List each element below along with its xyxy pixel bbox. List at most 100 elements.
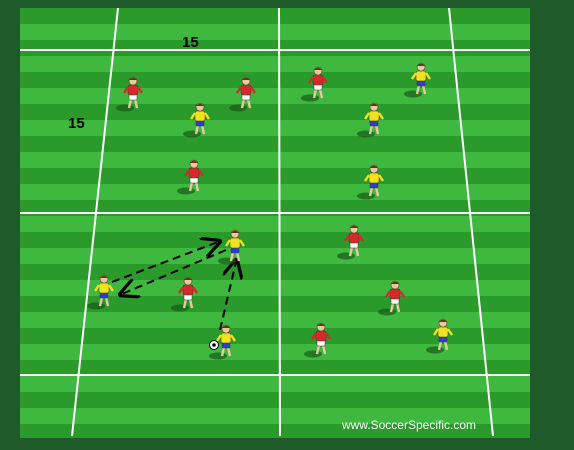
- player-16-yellow: [426, 318, 453, 354]
- player-arm: [178, 286, 184, 294]
- player-leg: [194, 124, 200, 135]
- player-leg: [246, 98, 252, 109]
- player-leg: [368, 124, 374, 135]
- player-hair: [314, 67, 322, 70]
- player-hair: [417, 63, 425, 66]
- grass-stripe: [20, 184, 530, 200]
- player-leg: [415, 84, 421, 95]
- players-layer: [87, 62, 453, 360]
- player-arm: [250, 86, 256, 94]
- player-hair: [100, 275, 108, 278]
- player-arm: [447, 328, 453, 336]
- player-hair: [129, 77, 137, 80]
- player-arm: [322, 76, 328, 84]
- player-arm: [94, 284, 100, 292]
- field-lines: [20, 7, 530, 437]
- player-hair: [196, 103, 204, 106]
- grass-stripe: [20, 312, 530, 328]
- player-arm: [358, 234, 364, 242]
- player-8-yellow: [357, 164, 384, 200]
- grid-line-left: [71, 7, 119, 437]
- player-leg: [395, 302, 401, 313]
- player-arm: [137, 86, 143, 94]
- player-leg: [368, 186, 374, 197]
- player-arm: [225, 239, 231, 247]
- pass-arrow-1: [111, 242, 218, 283]
- player-shadow: [183, 130, 201, 138]
- player-6-yellow: [357, 102, 384, 138]
- player-shirt: [315, 330, 327, 342]
- player-arm: [378, 174, 384, 182]
- player-14-yellow: [209, 324, 236, 360]
- player-leg: [389, 302, 395, 313]
- player-shirt: [368, 172, 380, 184]
- player-hair: [350, 225, 358, 228]
- grass-stripe: [20, 72, 530, 88]
- grass-stripe: [20, 360, 530, 376]
- player-shadow: [404, 90, 422, 98]
- player-arm: [399, 290, 405, 298]
- grass-stripe: [20, 392, 530, 408]
- player-leg: [348, 246, 354, 257]
- grass-stripe: [20, 88, 530, 104]
- player-shadow: [171, 304, 189, 312]
- player-11-yellow: [87, 274, 114, 310]
- player-arm: [216, 334, 222, 342]
- player-shirt: [127, 84, 139, 96]
- player-shadow: [116, 104, 134, 112]
- grass-stripe: [20, 296, 530, 312]
- player-shadow: [357, 130, 375, 138]
- player-7-red: [177, 159, 204, 195]
- player-leg: [229, 251, 235, 262]
- grass-stripe: [20, 232, 530, 248]
- player-leg: [354, 246, 360, 257]
- player-hair: [317, 323, 325, 326]
- player-arm: [385, 290, 391, 298]
- player-leg: [374, 124, 380, 135]
- player-arm: [433, 328, 439, 336]
- pass-arrows: [111, 242, 236, 331]
- player-15-red: [304, 322, 331, 358]
- player-shadow: [426, 346, 444, 354]
- player-arm: [198, 169, 204, 177]
- player-4-red: [301, 66, 328, 102]
- grass-stripe: [20, 264, 530, 280]
- grass-stripe: [20, 168, 530, 184]
- grass-stripe: [20, 424, 530, 438]
- player-1-red: [116, 76, 143, 112]
- player-shadow: [209, 352, 227, 360]
- player-shadow: [87, 302, 105, 310]
- player-arm: [325, 332, 331, 340]
- player-arm: [123, 86, 129, 94]
- player-leg: [194, 181, 200, 192]
- player-hair: [370, 103, 378, 106]
- player-arm: [344, 234, 350, 242]
- player-leg: [104, 296, 110, 307]
- player-leg: [220, 346, 226, 357]
- player-shirt: [188, 167, 200, 179]
- player-leg: [200, 124, 206, 135]
- pass-arrow-3: [219, 262, 236, 331]
- player-2-red: [229, 76, 256, 112]
- player-hair: [222, 325, 230, 328]
- player-shirt: [389, 288, 401, 300]
- player-shadow: [229, 104, 247, 112]
- grass-stripe: [20, 248, 530, 264]
- player-hair: [370, 165, 378, 168]
- player-5-yellow: [404, 62, 431, 98]
- player-shirt: [220, 332, 232, 344]
- player-shirt: [348, 232, 360, 244]
- player-shirt: [98, 282, 110, 294]
- grid-line-right: [448, 7, 494, 437]
- player-shadow: [304, 350, 322, 358]
- grass-stripe: [20, 56, 530, 72]
- player-shadow: [177, 187, 195, 195]
- grass-stripe: [20, 40, 530, 56]
- player-arm: [364, 174, 370, 182]
- player-leg: [315, 344, 321, 355]
- player-arm: [190, 112, 196, 120]
- player-arm: [108, 284, 114, 292]
- player-shadow: [301, 94, 319, 102]
